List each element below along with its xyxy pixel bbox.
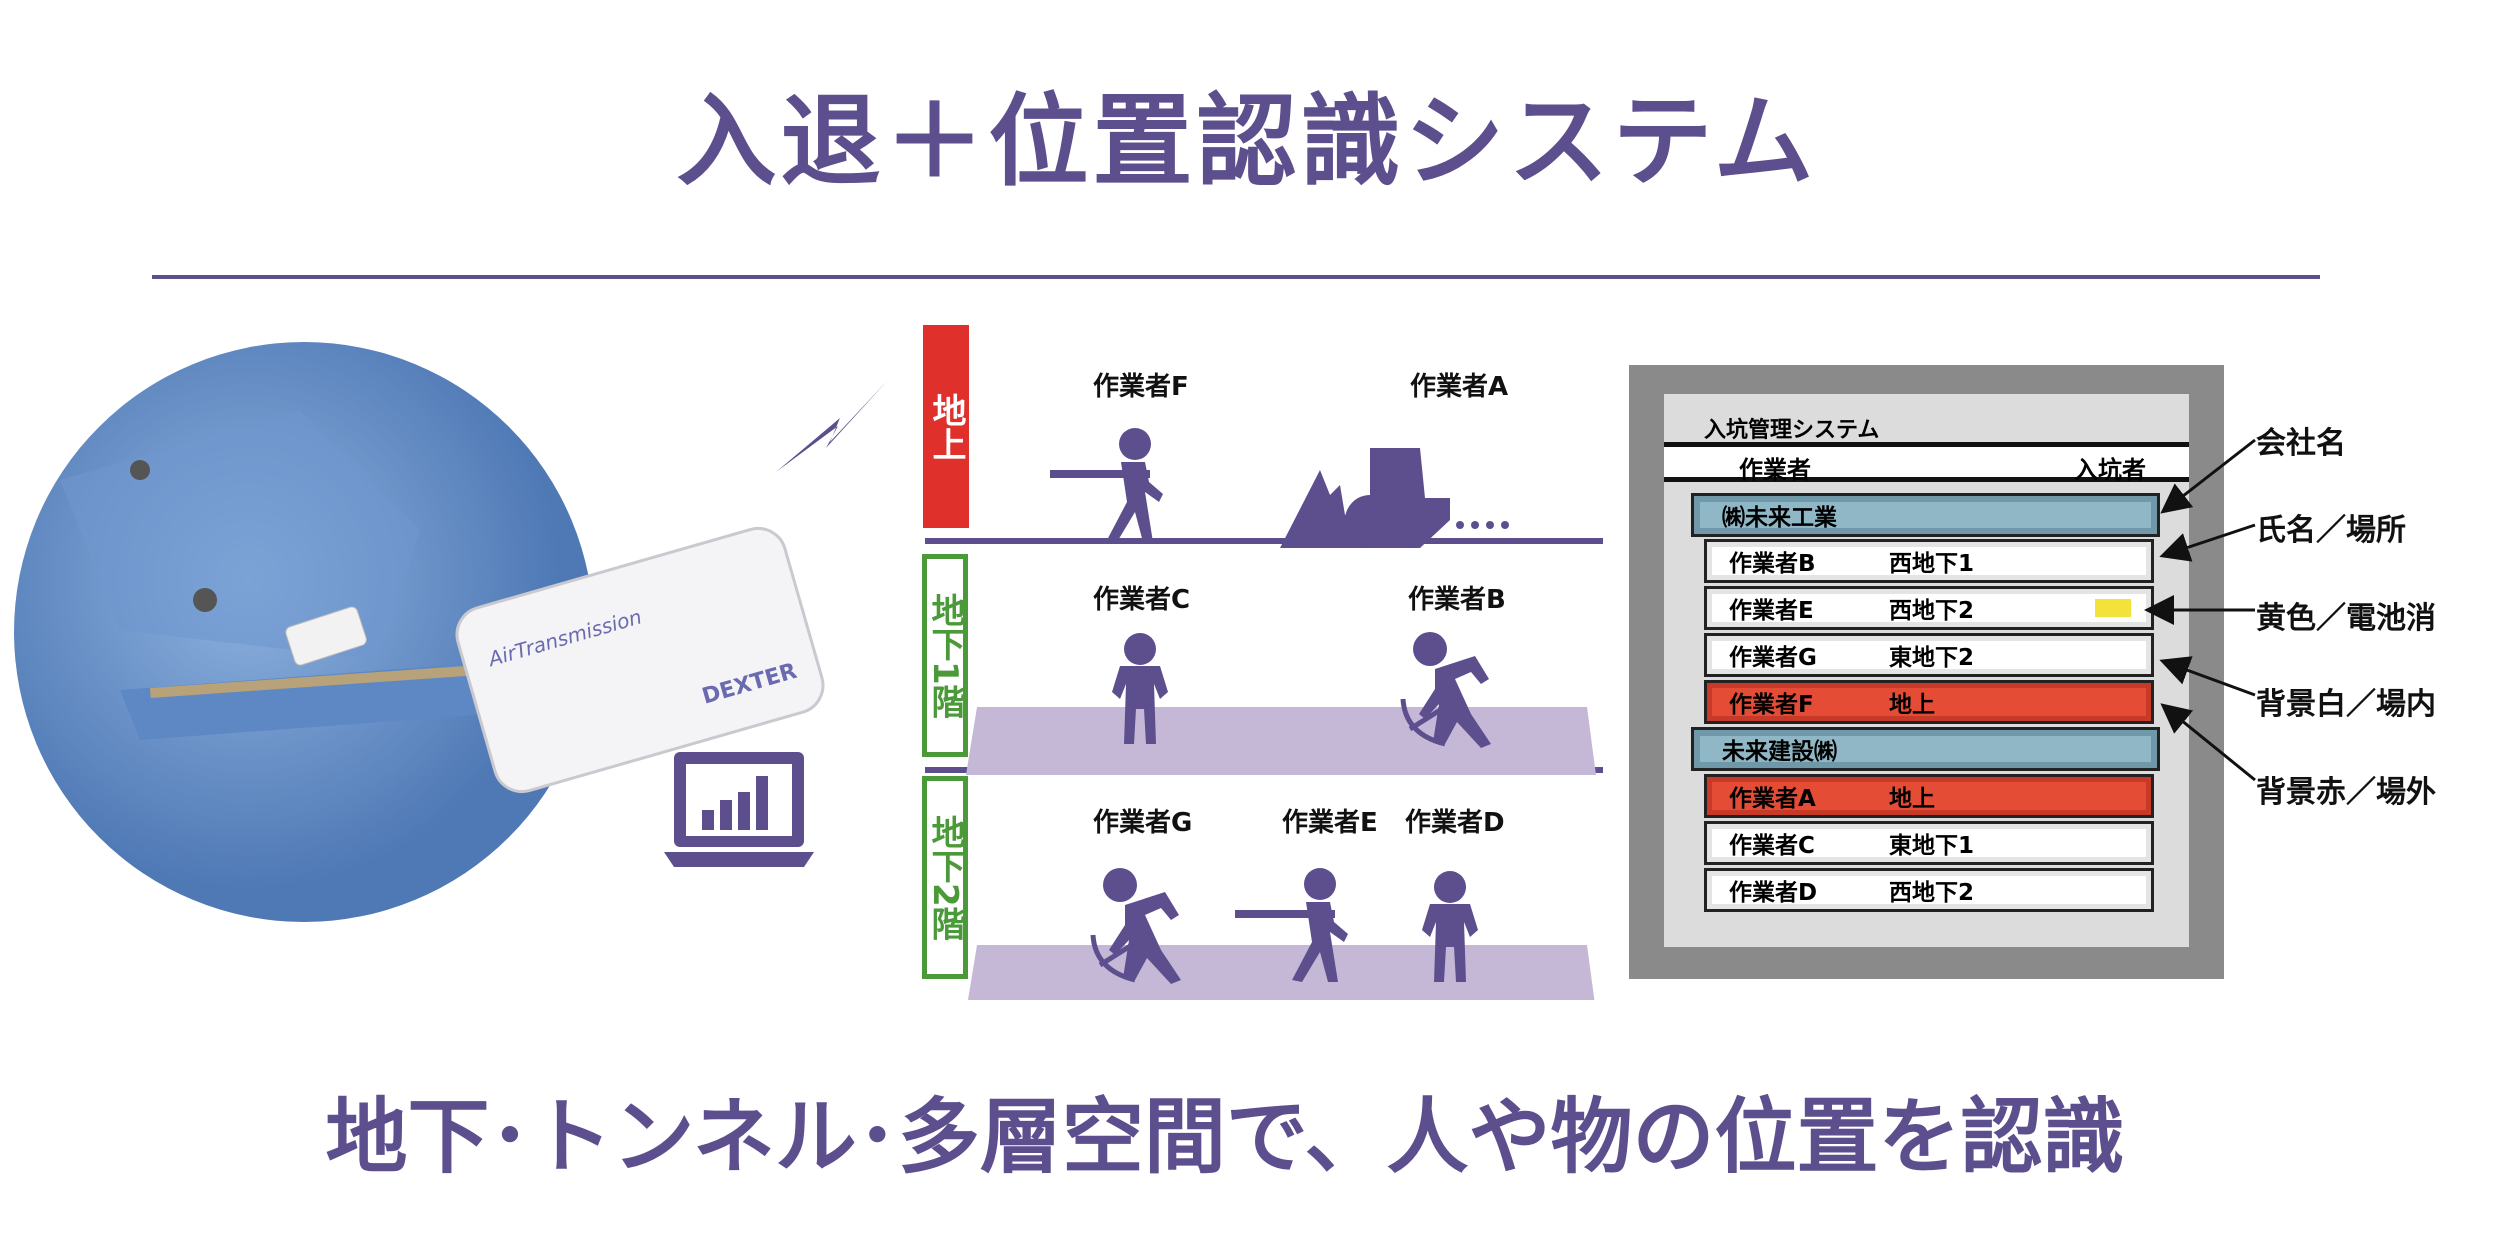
company-row[interactable]: 未来建設㈱	[1691, 727, 2160, 771]
entry-management-screen: 入坑管理システム 作業者 入坑者 ㈱未来工業 作業者B 西地下1 作業者E 西地下2…	[1629, 365, 2224, 979]
arrow-company	[2160, 438, 2256, 514]
worker-b-figure	[1403, 632, 1491, 748]
worker-name: 作業者D	[1729, 880, 1818, 906]
worker-name: 作業者C	[1729, 833, 1815, 859]
arrow-outside	[2160, 703, 2256, 782]
annotation-label: 会社名	[2256, 426, 2346, 461]
worker-label: 作業者A	[1410, 372, 1509, 402]
worker-label: 作業者G	[1093, 808, 1193, 838]
worker-location: 西地下2	[1889, 598, 1975, 624]
table-row[interactable]: 作業者D 西地下2	[1704, 868, 2154, 912]
wireless-signal-icon	[776, 380, 888, 472]
tagline: 地下･トンネル･多層空間で、人や物の位置を認識	[325, 1090, 2125, 1185]
worker-name: 作業者F	[1729, 692, 1814, 718]
table-row[interactable]: 作業者A 地上	[1704, 774, 2154, 818]
col-worker: 作業者	[1739, 456, 1811, 484]
table-row[interactable]: 作業者F 地上	[1704, 680, 2154, 724]
floor-label-b2: 地下2階	[922, 776, 968, 979]
worker-location: 西地下1	[1889, 551, 1975, 577]
worker-location: 地上	[1889, 692, 1935, 718]
worker-name: 作業者E	[1729, 598, 1814, 624]
worker-location: 東地下1	[1889, 833, 1975, 859]
worker-name: 作業者G	[1729, 645, 1817, 671]
floor-label-ground: 地上	[923, 325, 969, 528]
worker-label: 作業者E	[1282, 808, 1378, 838]
table-row[interactable]: 作業者G 東地下2	[1704, 633, 2154, 677]
arrow-inside	[2159, 656, 2256, 697]
worker-tag-photo: AirTransmission DEXTER	[14, 342, 888, 922]
table-row[interactable]: 作業者B 西地下1	[1704, 539, 2154, 583]
floor-label-b1: 地下1階	[922, 554, 968, 757]
table-row[interactable]: 作業者C 東地下1	[1704, 821, 2154, 865]
table-row[interactable]: 作業者E 西地下2	[1704, 586, 2154, 630]
worker-location: 東地下2	[1889, 645, 1975, 671]
floor-illustration	[966, 428, 1596, 1000]
bulldozer-icon	[1280, 448, 1509, 548]
worker-location: 地上	[1889, 786, 1935, 812]
company-row[interactable]: ㈱未来工業	[1691, 493, 2160, 537]
annotation-label: 氏名／場所	[2256, 513, 2406, 548]
floor-divider	[925, 538, 1603, 544]
title-divider	[152, 275, 2320, 279]
annotation-label: 背景赤／場外	[2256, 775, 2436, 810]
table-header: 作業者 入坑者	[1664, 442, 2189, 484]
worker-g-figure	[1093, 868, 1181, 984]
arrow-name	[2159, 523, 2256, 562]
annotation-label: 背景白／場内	[2256, 687, 2436, 722]
worker-location: 西地下2	[1889, 880, 1975, 906]
company-name: ㈱未来工業	[1722, 505, 1837, 531]
tag-device: AirTransmission DEXTER	[455, 526, 825, 794]
battery-low-indicator	[2095, 599, 2131, 617]
worker-f-figure	[1050, 428, 1163, 542]
worker-label: 作業者D	[1405, 808, 1505, 838]
system-title: 入坑管理システム	[1704, 418, 1880, 443]
worker-label: 作業者F	[1093, 372, 1189, 402]
col-entered: 入坑者	[2074, 456, 2146, 484]
worker-name: 作業者B	[1729, 551, 1816, 577]
worker-label: 作業者B	[1408, 585, 1506, 615]
company-name: 未来建設㈱	[1722, 739, 1837, 765]
worker-name: 作業者A	[1729, 786, 1816, 812]
worker-label: 作業者C	[1093, 585, 1191, 615]
floor-b1-plane	[966, 707, 1596, 775]
laptop-chart-icon	[664, 752, 814, 867]
annotation-arrows	[2144, 438, 2256, 782]
page-title: 入退＋位置認識システム	[676, 83, 1818, 200]
annotation-label: 黄色／電池消	[2256, 601, 2436, 636]
floor-b2-plane	[967, 945, 1595, 1000]
